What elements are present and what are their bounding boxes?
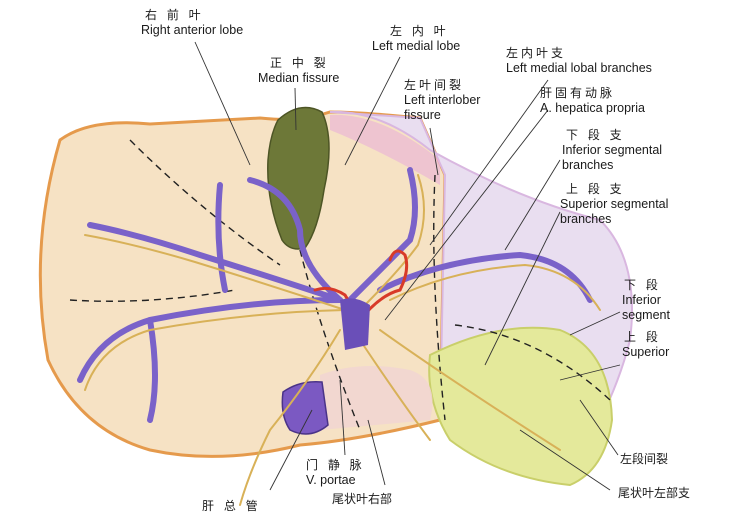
fissure-lines [69,139,611,431]
left-lateral-inferior-lobe [428,326,614,487]
label-zh: 尾状叶右部 [332,492,393,506]
fissure-right-lower [69,289,236,302]
portal-vein-stump [281,380,329,435]
caudate-region [320,366,433,430]
label-zh: 上 段 [624,330,661,344]
label-inferior-segment: 下 段 Inferior segment [622,278,670,323]
portal-vein-trunk [340,298,370,350]
fissure-right [129,139,281,266]
label-right-anterior-lobe: 右 前 叶 Right anterior lobe [141,8,243,38]
label-superior-segmental-branches: 上 段 支 Superior segmental branches [560,182,668,227]
label-v-portae: 门 静 脉 V. portae [306,458,365,488]
median-fissure-line [299,249,361,431]
label-en: Inferior segmental [562,143,663,157]
left-interlober-line [433,174,446,421]
label-zh: 尾状叶左部支 [618,486,691,500]
label-en: Right anterior lobe [141,23,244,37]
bile-duct-branches [84,174,601,506]
left-segment-fissure-line [454,324,611,401]
label-zh: 右 前 叶 [145,8,204,22]
label-left-interlober-fissure: 左叶间裂 Left interlober fissure [404,78,480,123]
label-left-medial-lobe: 左 内 叶 Left medial lobe [372,24,460,54]
label-zh: 左段间裂 [620,452,669,466]
label-zh: 肝固有动脉 [540,86,616,100]
label-en: branches [560,212,612,226]
label-en: Left medial lobal branches [506,61,652,75]
label-en: Left interlober [404,93,481,107]
label-zh: 左 内 叶 [390,24,449,38]
left-medial-lobe-tint [330,114,440,185]
label-en: Inferior [622,293,661,307]
label-zh: 左内叶支 [506,46,567,60]
label-en: branches [562,158,614,172]
label-median-fissure: 正 中 裂 Median fissure [258,56,339,86]
label-inferior-segmental-branches: 下 段 支 Inferior segmental branches [562,128,662,173]
leader-lines [194,41,621,491]
label-en: Superior segmental [560,197,669,211]
label-en: Superior [622,345,670,359]
label-zh: 门 静 脉 [306,458,365,472]
label-caudate-left-branch: 尾状叶左部支 [618,486,690,501]
label-en: A. hepatica propria [540,101,645,115]
label-en: Left medial lobe [372,39,461,53]
label-en: fissure [404,108,441,122]
label-en: V. portae [306,473,356,487]
label-left-segment-fissure: 左段间裂 [620,452,668,467]
label-caudate-right: 尾状叶右部 [332,492,392,507]
label-common-hepatic-duct: 肝 总 管 [202,499,261,514]
label-zh: 下 段 支 [566,128,625,142]
label-left-medial-lobal-branches: 左内叶支 Left medial lobal branches [506,46,652,76]
label-en: Median fissure [258,71,340,85]
label-zh: 左叶间裂 [404,78,465,92]
label-zh: 肝 总 管 [202,499,261,513]
label-superior-segment: 上 段 Superior [622,330,669,360]
label-zh: 下 段 [624,278,661,292]
label-zh: 上 段 支 [566,182,625,196]
label-zh: 正 中 裂 [270,56,329,70]
label-en: segment [622,308,670,322]
portal-vein-branches [77,167,593,423]
label-hepatica-propria: 肝固有动脉 A. hepatica propria [540,86,645,116]
